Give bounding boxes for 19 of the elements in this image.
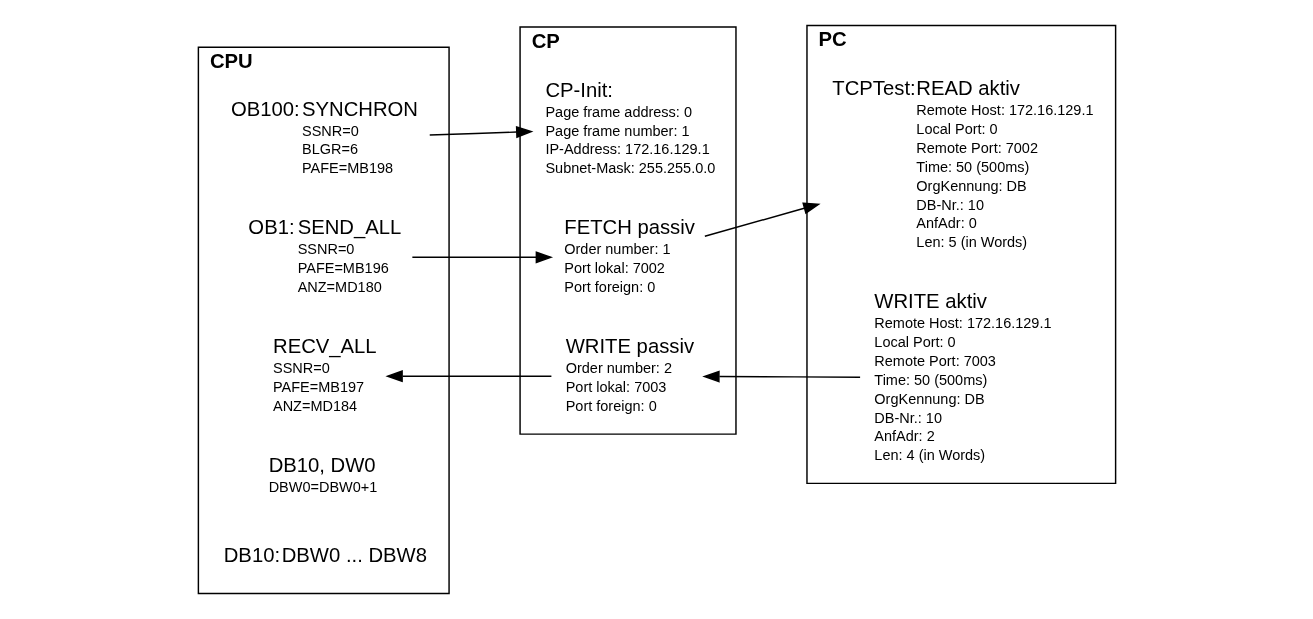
- node-text: SEND_ALL SSNR=0 PAFE=MB196 ANZ=MD180: [297, 216, 401, 296]
- arrow: [411, 251, 553, 264]
- node-text: WRITE aktiv Remote Host: 172.16.129.1 Local Port: 0 Remote Port: 7003 Time: 50 (500ms) OrgKennung: DB DB-Nr.: 10 AnfAdr: 2 Len: 4 (in Words): [873, 290, 1052, 464]
- node-text: RECV_ALL SSNR=0 PAFE=MB197 ANZ=MD184: [272, 335, 377, 414]
- node-text: SYNCHRON SSNR=0 BLGR=6 PAFE=MB198: [301, 97, 418, 177]
- node-label: DB10:: [223, 543, 280, 566]
- arrow: [384, 370, 552, 383]
- node-text: WRITE passiv Order number: 2 Port lokal: 7003 Port foreign: 0: [565, 335, 694, 414]
- node-text: DBW0 ... DBW8: [281, 543, 427, 566]
- node-text: CP-Init: Page frame address: 0 Page frame number: 1 IP-Address: 172.16.129.1 Subnet-Mask: 255.255.0.0: [544, 78, 715, 177]
- arrow: [701, 370, 861, 383]
- node-text: READ aktiv Remote Host: 172.16.129.1 Local Port: 0 Remote Port: 7002 Time: 50 (500ms) OrgKennung: DB DB-Nr.: 10 AnfAdr: 0 Len: 5 (in Words): [915, 77, 1094, 251]
- arrow: [703, 202, 821, 237]
- node-text: FETCH passiv Order number: 1 Port lokal: 7002 Port foreign: 0: [563, 216, 695, 296]
- node-label: TCPTest:: [831, 77, 916, 100]
- node-text: DB10, DW0 DBW0=DBW0+1: [268, 454, 377, 496]
- node-label: OB100:: [230, 97, 300, 120]
- arrow: [428, 126, 533, 139]
- node-label: OB1:: [247, 216, 295, 239]
